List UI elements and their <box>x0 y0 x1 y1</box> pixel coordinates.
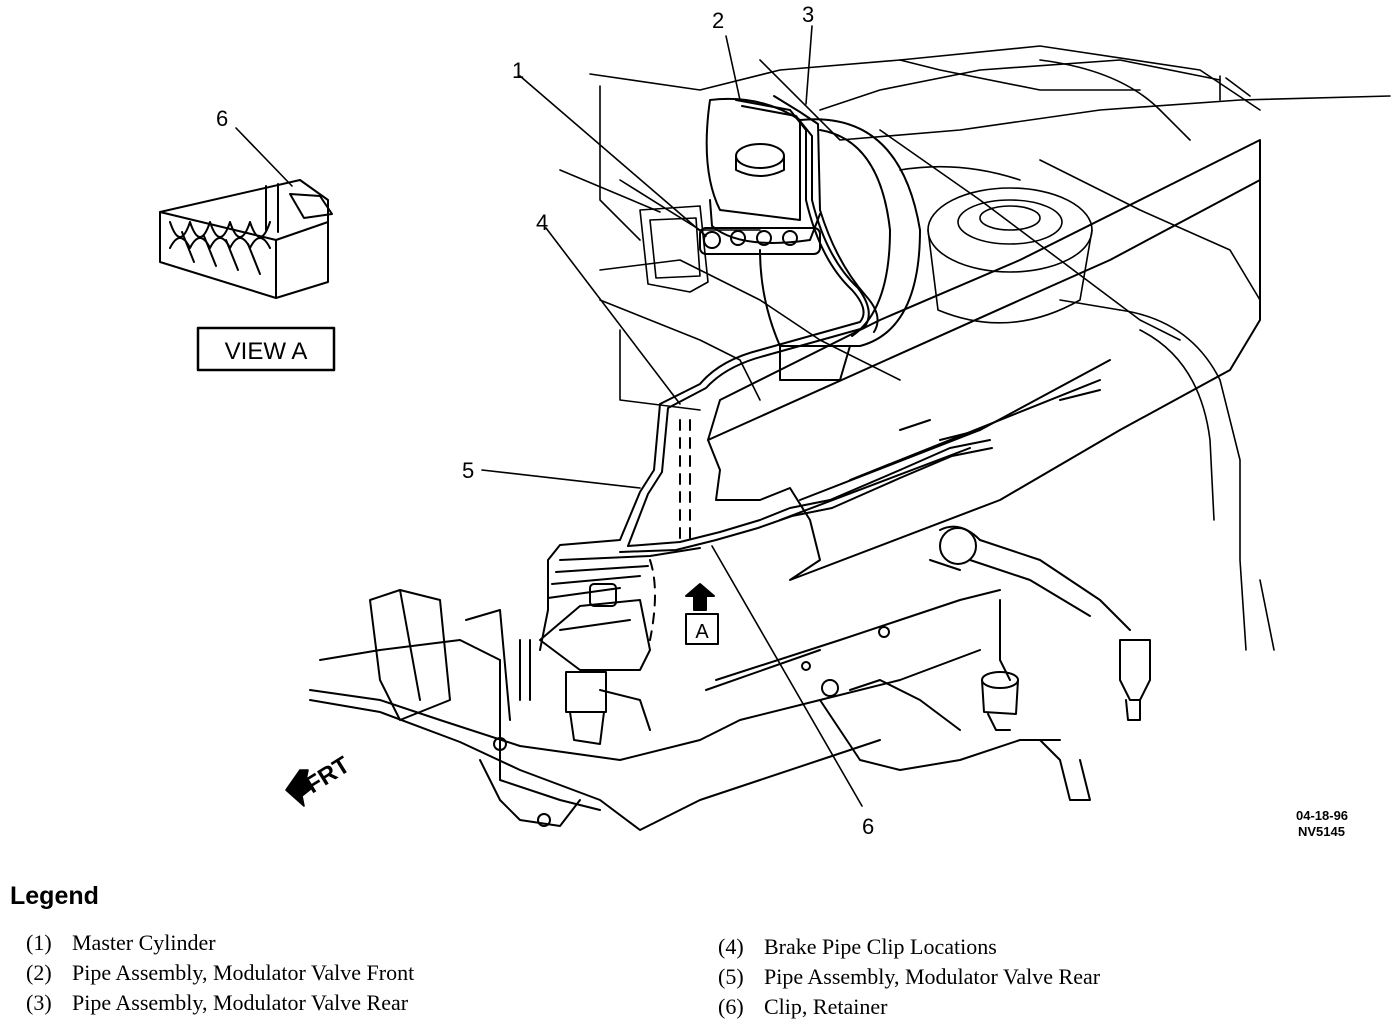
front-frame <box>309 589 1061 831</box>
crossmember <box>707 139 1261 581</box>
legend-label: Brake Pipe Clip Locations <box>764 934 997 959</box>
legend-label: Pipe Assembly, Modulator Valve Front <box>72 960 415 985</box>
legend-label: Clip, Retainer <box>764 994 888 1019</box>
legend-item: (2) Pipe Assembly, Modulator Valve Front <box>26 958 414 988</box>
callout-3: 3 <box>802 2 814 27</box>
callout-6: 6 <box>862 814 874 839</box>
legend-number: (3) <box>26 990 52 1015</box>
callout-4: 4 <box>536 210 548 235</box>
legend-title: Legend <box>10 882 99 910</box>
view-a-marker <box>685 583 719 645</box>
callout-1: 1 <box>512 58 524 83</box>
master-cylinder <box>699 97 821 255</box>
callout-5: 5 <box>462 458 474 483</box>
callout-6-view-a: 6 <box>216 106 228 131</box>
view-a-label: VIEW A <box>225 338 308 365</box>
legend-item: (6) Clip, Retainer <box>718 992 1100 1022</box>
modulator-valve <box>519 583 651 745</box>
brake-booster <box>759 118 921 381</box>
legend-label: Pipe Assembly, Modulator Valve Rear <box>764 964 1101 989</box>
front-pipe-assembly <box>539 95 879 651</box>
figure-code: NV5145 <box>1298 824 1345 839</box>
legend-number: (5) <box>718 964 744 989</box>
legend-number: (4) <box>718 934 744 959</box>
legend-column-left: (1) Master Cylinder (2) Pipe Assembly, Mod… <box>26 928 414 1018</box>
view-a-box <box>196 326 336 372</box>
brake-pipe-diagram: 1 2 3 4 5 6 6 VIEW A A FRT 04-18-96 NV51… <box>159 2 1391 839</box>
legend-column-right: (4) Brake Pipe Clip Locations (5) Pipe Ass… <box>718 932 1100 1022</box>
retainer-clip-detail <box>159 179 333 299</box>
legend-item: (3) Pipe Assembly, Modulator Valve Rear <box>26 988 414 1018</box>
legend-number: (6) <box>718 994 744 1019</box>
legend-number: (2) <box>26 960 52 985</box>
legend-label: Master Cylinder <box>72 930 216 955</box>
view-a-marker-label: A <box>695 621 709 643</box>
legend-number: (1) <box>26 930 52 955</box>
engine-compartment <box>559 45 1391 651</box>
rear-pipe-assembly <box>547 439 993 599</box>
callout-2: 2 <box>712 8 724 33</box>
leader-lines <box>235 25 863 807</box>
date-code: 04-18-96 <box>1296 808 1348 823</box>
legend-label: Pipe Assembly, Modulator Valve Rear <box>72 990 409 1015</box>
frt-label: FRT <box>301 751 355 799</box>
reservoir <box>639 205 709 293</box>
legend-item: (1) Master Cylinder <box>26 928 414 958</box>
legend-item: (4) Brake Pipe Clip Locations <box>718 932 1100 962</box>
legend-item: (5) Pipe Assembly, Modulator Valve Rear <box>718 962 1100 992</box>
steering-linkage <box>929 525 1151 801</box>
front-direction-arrow <box>285 769 313 807</box>
clip-location-marker <box>649 419 691 641</box>
